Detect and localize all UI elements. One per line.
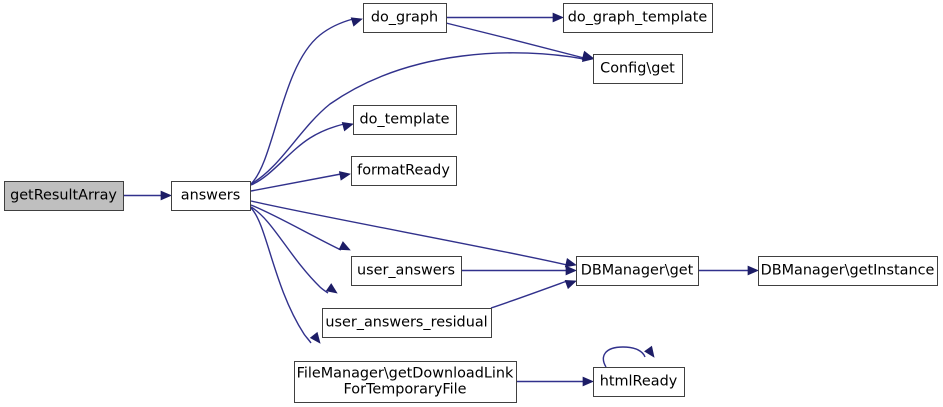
node-do_template[interactable]: do_template <box>353 105 457 135</box>
edge-line <box>490 280 568 309</box>
edge-answers-to-FileManager_getDownloadLinkForTemporaryFile <box>250 207 321 344</box>
node-label: getResultArray <box>10 188 117 204</box>
arrowhead-icon <box>160 190 172 201</box>
arrowhead-icon <box>325 283 338 294</box>
node-DBManager_get[interactable]: DBManager\get <box>576 256 699 286</box>
arrowhead-icon <box>564 257 577 268</box>
node-user_answers_residual[interactable]: user_answers_residual <box>322 308 492 338</box>
edge-answers-to-user_answers_residual <box>250 206 338 294</box>
node-rect[interactable] <box>351 156 457 186</box>
arrowhead-icon <box>747 265 759 276</box>
node-label-line: htmlReady <box>600 374 678 390</box>
node-rect[interactable] <box>171 181 251 211</box>
edge-line <box>250 200 568 266</box>
edge-line <box>250 206 329 294</box>
edge-getResultArray-to-answers <box>124 190 172 201</box>
arrowhead-icon <box>565 265 577 276</box>
node-label: user_answers_residual <box>325 315 487 331</box>
node-label: do_template <box>359 112 449 128</box>
node-label-line: formatReady <box>357 163 450 179</box>
node-label-line: user_answers <box>357 263 455 279</box>
node-DBManager_getInstance[interactable]: DBManager\getInstance <box>758 256 938 286</box>
node-label: DBManager\getInstance <box>761 263 935 279</box>
node-label-line: do_graph <box>371 10 438 26</box>
node-label: htmlReady <box>600 374 678 390</box>
edge-line <box>250 207 312 344</box>
edge-answers-to-do_template <box>250 122 354 186</box>
node-label-line: do_graph_template <box>568 10 708 26</box>
node-do_graph[interactable]: do_graph <box>363 3 447 33</box>
arrowhead-icon <box>338 241 351 251</box>
node-label-line: getResultArray <box>10 188 117 204</box>
edge-answers-to-DBManager_get <box>250 200 577 268</box>
edge-user_answers_residual-to-DBManager_get <box>490 279 577 309</box>
node-getResultArray[interactable]: getResultArray <box>4 181 124 211</box>
edge-line <box>250 52 585 185</box>
edge-user_answers-to-DBManager_get <box>461 265 577 276</box>
arrowhead-icon <box>564 279 577 290</box>
node-label-line: user_answers_residual <box>325 315 487 331</box>
node-rect[interactable] <box>351 256 462 286</box>
node-label: do_graph <box>371 10 438 26</box>
arrowhead-icon <box>338 171 351 181</box>
node-rect[interactable] <box>563 3 713 33</box>
node-rect[interactable] <box>4 181 124 211</box>
node-label: user_answers <box>357 263 455 279</box>
edge-line <box>250 18 354 185</box>
arrowhead-icon <box>341 122 354 132</box>
node-rect[interactable] <box>593 54 683 84</box>
node-label-line: do_template <box>359 112 449 128</box>
node-label: formatReady <box>357 163 450 179</box>
arrowhead-icon <box>552 12 564 23</box>
node-label: do_graph_template <box>568 10 708 26</box>
node-htmlReady[interactable]: htmlReady <box>593 367 685 397</box>
edges-layer <box>124 12 759 387</box>
node-answers[interactable]: answers <box>171 181 251 211</box>
edge-line <box>250 123 345 186</box>
node-user_answers[interactable]: user_answers <box>351 256 462 286</box>
arrowhead-icon <box>581 50 594 61</box>
edge-DBManager_get-to-DBManager_getInstance <box>698 265 759 276</box>
edge-htmlReady-to-htmlReady <box>602 345 655 368</box>
node-rect[interactable] <box>593 367 685 397</box>
nodes-layer: getResultArray answers do_graph do_graph_te… <box>4 3 938 403</box>
node-rect[interactable] <box>758 256 938 286</box>
node-label: DBManager\get <box>581 263 694 279</box>
arrowhead-icon <box>582 376 594 387</box>
edge-do_graph-to-do_graph_template <box>446 12 564 23</box>
arrowhead-icon <box>350 17 363 27</box>
node-label-line: ForTemporaryFile <box>344 382 467 398</box>
edge-answers-to-do_graph <box>250 17 363 185</box>
node-label-line: DBManager\get <box>581 263 694 279</box>
node-do_graph_template[interactable]: do_graph_template <box>563 3 713 33</box>
arrowhead-icon <box>644 345 655 358</box>
node-label-line: answers <box>181 188 240 204</box>
edge-do_graph-to-Config_get <box>445 22 594 61</box>
node-label: answers <box>181 188 240 204</box>
node-label-line: DBManager\getInstance <box>761 263 935 279</box>
edge-line <box>602 346 646 368</box>
node-rect[interactable] <box>322 308 492 338</box>
edge-line <box>250 173 342 192</box>
edge-line <box>250 204 342 251</box>
arrowhead-icon <box>309 331 321 344</box>
node-rect[interactable] <box>353 105 457 135</box>
node-rect[interactable] <box>576 256 699 286</box>
edge-FileManager_getDownloadLinkForTemporaryFile-to-htmlReady <box>516 376 594 387</box>
edge-line <box>445 22 585 59</box>
node-label-line: Config\get <box>600 61 675 77</box>
edge-answers-to-formatReady <box>250 171 351 192</box>
node-formatReady[interactable]: formatReady <box>351 156 457 186</box>
node-label-line: FileManager\getDownloadLink <box>297 366 514 382</box>
node-rect[interactable] <box>294 361 517 403</box>
node-rect[interactable] <box>363 3 447 33</box>
node-label: Config\get <box>600 61 675 77</box>
edge-answers-to-user_answers <box>250 204 351 251</box>
node-Config_get[interactable]: Config\get <box>593 54 683 84</box>
